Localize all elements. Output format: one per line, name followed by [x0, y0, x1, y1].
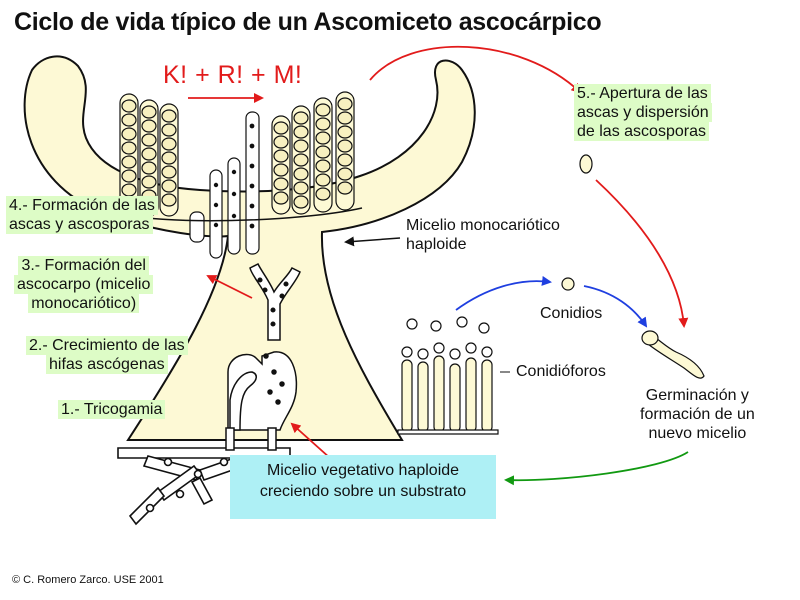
sexual-organs	[227, 351, 298, 431]
step-4-line-2: ascas y ascosporas	[6, 215, 153, 234]
micelio-monocariotico-label: Micelio monocariótico haploide	[406, 216, 560, 254]
step-3-label: 3.- Formación del ascocarpo (micelio mon…	[14, 256, 154, 313]
step-5-line-3: de las ascosporas	[574, 122, 709, 141]
cycle-arrow-to-dispersal	[369, 45, 582, 94]
copyright: © C. Romero Zarco. USE 2001	[12, 574, 164, 586]
micelio-mono-line-1: Micelio monocariótico	[406, 217, 560, 234]
step-1-line-1: 1.- Tricogamia	[58, 400, 166, 419]
arrow-to-conidia	[455, 275, 552, 311]
hyphal-stalks	[225, 427, 277, 451]
germinacion-label: Germinación y formación de un nuevo mice…	[640, 386, 755, 443]
vegetative-mycelium-box: Micelio vegetativo haploide creciendo so…	[230, 455, 496, 519]
developing-ascus	[209, 169, 223, 259]
arrow-to-step3	[206, 275, 253, 299]
step-4-line-1: 4.- Formación de las	[6, 196, 158, 215]
step-2-label: 2.- Crecimiento de las hifas ascógenas	[26, 336, 188, 374]
germinating-spore	[647, 333, 705, 379]
germinacion-line-2: formación de un	[640, 406, 755, 423]
ascogonium	[227, 351, 298, 431]
veg-line-1: Micelio vegetativo haploide	[266, 462, 460, 479]
veg-line-2: creciendo sobre un substrato	[259, 483, 467, 500]
conidioforos-label: Conidióforos	[516, 363, 606, 380]
ascus	[271, 115, 291, 215]
arrow-to-trichogamy	[290, 422, 331, 459]
arrow-conidia-to-germination	[583, 285, 648, 328]
germinacion-line-3: nuevo micelio	[648, 425, 747, 442]
ascus	[335, 91, 355, 211]
pointer-micelio-mono	[344, 236, 401, 247]
conidium	[561, 277, 575, 291]
conidiophores	[397, 316, 499, 435]
developing-ascus	[227, 157, 241, 255]
step-3-line-2: ascocarpo (micelio	[14, 275, 154, 294]
arrow-germination-to-mycelium	[504, 451, 689, 486]
ascus	[313, 97, 333, 213]
ascospore	[579, 154, 593, 174]
step-5-line-2: ascas y dispersión	[574, 103, 712, 122]
step-2-line-2: hifas ascógenas	[45, 355, 168, 374]
ascus	[291, 105, 311, 215]
step-5-line-1: 5.- Apertura de las	[574, 84, 711, 103]
formula-label: K! + R! + M!	[163, 61, 303, 89]
step-4-label: 4.- Formación de las ascas y ascosporas	[6, 196, 158, 234]
ascogenous-hyphae	[249, 262, 301, 341]
cycle-arrow-to-germination	[595, 179, 689, 328]
asci-group	[119, 91, 355, 259]
page-title: Ciclo de vida típico de un Ascomiceto as…	[14, 8, 602, 36]
germinacion-line-1: Germinación y	[645, 387, 749, 404]
developing-ascus	[245, 111, 260, 255]
step-1-label: 1.- Tricogamia	[58, 400, 166, 419]
antheridium	[229, 371, 257, 431]
step-5-label: 5.- Apertura de las ascas y dispersión d…	[574, 84, 712, 141]
conidios-label: Conidios	[540, 305, 603, 322]
step-2-line-1: 2.- Crecimiento de las	[26, 336, 188, 355]
step-3-line-1: 3.- Formación del	[18, 256, 149, 275]
micelio-mono-line-2: haploide	[406, 236, 467, 253]
step-3-line-3: monocariótico)	[28, 294, 140, 313]
ascus	[159, 103, 179, 217]
ascus	[119, 93, 139, 215]
